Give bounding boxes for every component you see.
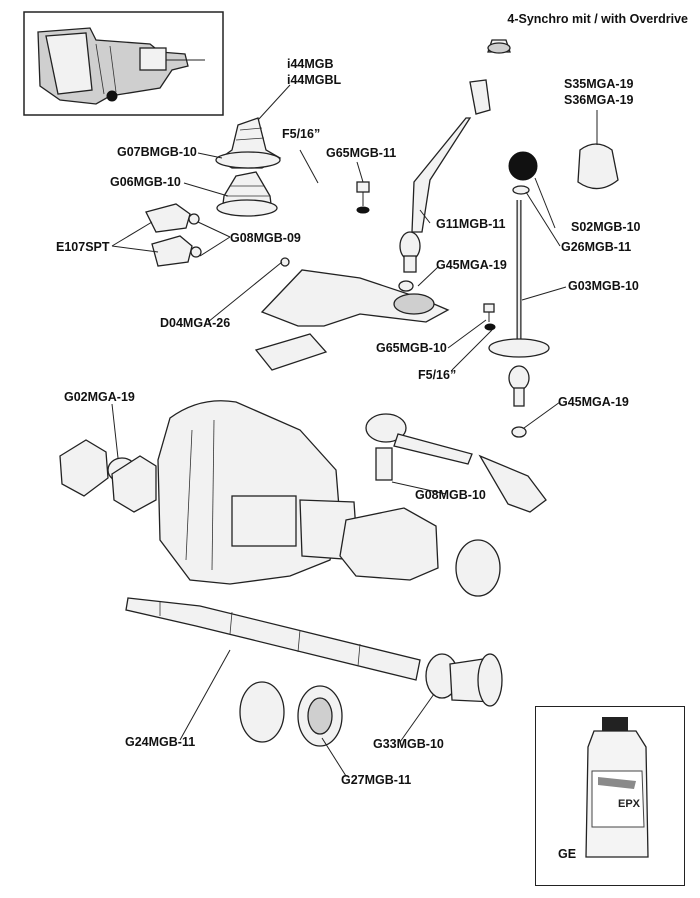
black-knob-s02 (508, 151, 538, 195)
switch-e107-lower (151, 235, 202, 267)
mainshaft-g24 (125, 597, 421, 681)
gear-lever-gaiter-g06 (216, 171, 278, 217)
label-g65mgb10: G65MGB-10 (376, 341, 447, 355)
label-g26mgb11: G26MGB-11 (561, 240, 632, 254)
front-cover-g02 (59, 439, 157, 513)
label-g11mgb11: G11MGB-11 (436, 217, 506, 231)
label-g24mgb11: G24MGB-11 (125, 735, 196, 749)
label-f516-top: F5/16” (282, 127, 321, 141)
oil-bottle-brand-text: EPX (618, 798, 641, 810)
label-d04mga26: D04MGA-26 (160, 316, 231, 330)
label-g03mgb10: G03MGB-10 (568, 279, 639, 293)
label-g33mgb10: G33MGB-10 (373, 737, 444, 751)
leader-lines (111, 84, 601, 853)
rear-extension (339, 507, 501, 597)
gearbox-overview-inset (23, 11, 224, 116)
label-s35mga19: S35MGA-19 (564, 77, 634, 91)
diagram-title: 4-Synchro mit / with Overdrive (507, 12, 688, 26)
label-g02mga19: G02MGA-19 (64, 390, 135, 404)
label-g45mga19-b: G45MGA-19 (558, 395, 629, 409)
selector-rod-assembly (365, 413, 547, 513)
bearing-g27 (239, 681, 343, 747)
label-s02mgb10: S02MGB-10 (571, 220, 641, 234)
oil-bottle-icon: EPX (585, 717, 649, 858)
label-ge: GE (558, 847, 577, 861)
label-g27mgb11: G27MGB-11 (341, 773, 412, 787)
label-g07bmgb10: G07BMGB-10 (117, 145, 197, 159)
label-i44mgbl: i44MGBL (287, 73, 342, 87)
label-g45mga19-a: G45MGA-19 (436, 258, 507, 272)
label-g08mgb09: G08MGB-09 (230, 231, 301, 245)
gear-lever-gaiter-i44 (215, 117, 282, 169)
label-g08mgb10: G08MGB-10 (415, 488, 486, 502)
flange-g33 (425, 653, 503, 707)
gear-lever-g03 (488, 200, 550, 438)
gear-lever-g11 (399, 39, 511, 273)
label-e107spt: E107SPT (56, 240, 110, 254)
label-s36mga19: S36MGA-19 (564, 93, 634, 107)
bolt-g65-bottom (483, 303, 496, 331)
gear-oil-inset: EPX GE (535, 706, 685, 886)
label-f516-bottom: F5/16” (418, 368, 457, 382)
label-g06mgb10: G06MGB-10 (110, 175, 181, 189)
shift-knob-s35 (577, 143, 619, 190)
switch-e107-upper (145, 203, 200, 233)
label-i44mgb: i44MGB (287, 57, 334, 71)
remote-control-housing (254, 257, 450, 371)
gearbox-casing (157, 400, 359, 585)
label-g65mgb11: G65MGB-11 (326, 146, 397, 160)
bolt-g65-top (356, 181, 370, 214)
